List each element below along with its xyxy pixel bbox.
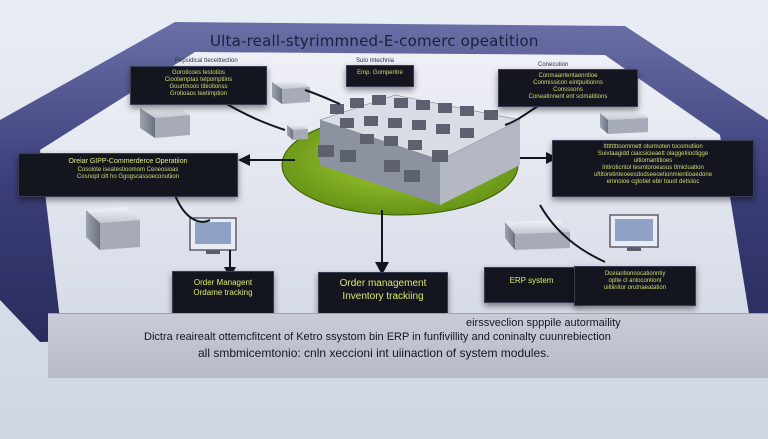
footer-line-1: eirssveclion spppile autormaility bbox=[466, 317, 621, 329]
monitor-icon-left bbox=[189, 217, 237, 254]
device-box-bottom-left bbox=[86, 207, 140, 250]
left-main-box: Oreiar GIPP-Commerderce Operatiion Cosol… bbox=[18, 153, 238, 197]
top-center-box: Emp. Gomperitre bbox=[346, 65, 414, 87]
erp-system-box: ERP system bbox=[484, 267, 579, 303]
connector-left-loop bbox=[174, 194, 211, 223]
device-box-right bbox=[600, 111, 648, 134]
arrow-left-main bbox=[238, 154, 250, 166]
bottom-left-box-line: Ordame tracking bbox=[193, 288, 253, 297]
left-main-box-heading: Oreiar GIPP-Commerderce Operatiion bbox=[68, 158, 188, 165]
top-left-box-line: Grotioaos teetimption bbox=[169, 91, 228, 97]
device-box-mid-left bbox=[287, 124, 308, 140]
bottom-left-box-line: Order Managent bbox=[193, 278, 253, 287]
server-cluster bbox=[318, 94, 521, 205]
top-center-box-line: Emp. Gomperitre bbox=[357, 70, 403, 76]
bottom-left-box: Order Managent Ordame tracking bbox=[172, 271, 274, 315]
right-main-box-line: Suivtaagidd ciaicsicieaett olaggetiiocti… bbox=[597, 151, 709, 157]
top-right-box-line: Coneatinnent ent scimatitions bbox=[528, 94, 608, 100]
top-left-box-line: Goroticoes testotios bbox=[171, 70, 226, 76]
device-box-bottom-right bbox=[505, 220, 570, 250]
bottom-right-box: Oceiantionnocationntiy oplte cl anlocont… bbox=[574, 266, 696, 306]
device-box-top-center bbox=[272, 80, 310, 104]
right-main-box-line: ultiomantitioes bbox=[633, 158, 673, 164]
bottom-right-box-line: oplte cl anlocontiont bbox=[608, 278, 662, 284]
top-left-box-label: Pepsidical tteceittection bbox=[175, 58, 238, 64]
right-main-box-line: uftitoretinteoeesdodseeoetionmientioaedo… bbox=[593, 172, 713, 178]
top-center-box-label: Sulo mtechnia bbox=[356, 58, 395, 64]
top-left-box-line: Gourtmoos tibiotionss bbox=[169, 84, 228, 90]
left-main-box-line: Cosnopt cilt ho Ggogscassoeconutiion bbox=[76, 174, 180, 180]
left-main-box-line: Cosolote iseatestioomom Ceneosioas bbox=[77, 167, 179, 173]
right-main-box: Ittttttttoommett oturmoten tocomutiion S… bbox=[552, 140, 754, 197]
top-left-box-line: Ciootemptas telpomptiins bbox=[164, 77, 233, 83]
connector-to-bottom-right bbox=[539, 204, 606, 263]
bottom-right-box-line: uiltiinitor orutnaeatation bbox=[603, 285, 667, 291]
top-right-box-line: Conmissicon eintpuitionns bbox=[533, 80, 603, 86]
top-right-box: Conmaantentaonntioe Conmissicon eintpuit… bbox=[498, 69, 638, 107]
arrow-bottom-center bbox=[375, 262, 389, 275]
bottom-center-box: Order management Inventory trackiing bbox=[318, 272, 448, 314]
footer-caption: eirssveclion spppile autormaility Dictra… bbox=[48, 313, 768, 378]
top-right-box-label: Conecution bbox=[538, 62, 569, 68]
connector-topcenter-center bbox=[304, 89, 341, 105]
top-left-box: Goroticoes testotios Ciootemptas telpomp… bbox=[130, 66, 267, 105]
right-main-box-line: Intiroticntol tesmtoroeasus tlmicluation bbox=[602, 165, 704, 171]
top-right-box-line: Consssons bbox=[553, 87, 583, 93]
footer-line-3: all smbmicemtonio: cnln xeccioni int uii… bbox=[198, 346, 550, 360]
diagram-title: Ulta-reall-styrimmned-E-comerc opeatitio… bbox=[210, 32, 539, 50]
right-main-box-line: Ittttttttoommett oturmoten tocomutiion bbox=[603, 144, 703, 150]
bottom-right-box-line: Oceiantionnocationntiy bbox=[604, 271, 666, 277]
footer-line-2: Dictra reairealt ottemcfitcent of Ketro … bbox=[144, 331, 611, 343]
top-right-box-line: Conmaantentaonntioe bbox=[538, 73, 598, 79]
monitor-icon-right bbox=[609, 214, 659, 251]
right-main-box-line: emnoioe cgtotiet ebir touot detsiioc bbox=[606, 179, 700, 185]
bottom-center-box-line: Inventory trackiing bbox=[342, 291, 424, 302]
erp-system-box-line: ERP system bbox=[509, 276, 554, 285]
device-box-top-left bbox=[140, 105, 190, 138]
bottom-center-box-line: Order management bbox=[339, 278, 427, 289]
